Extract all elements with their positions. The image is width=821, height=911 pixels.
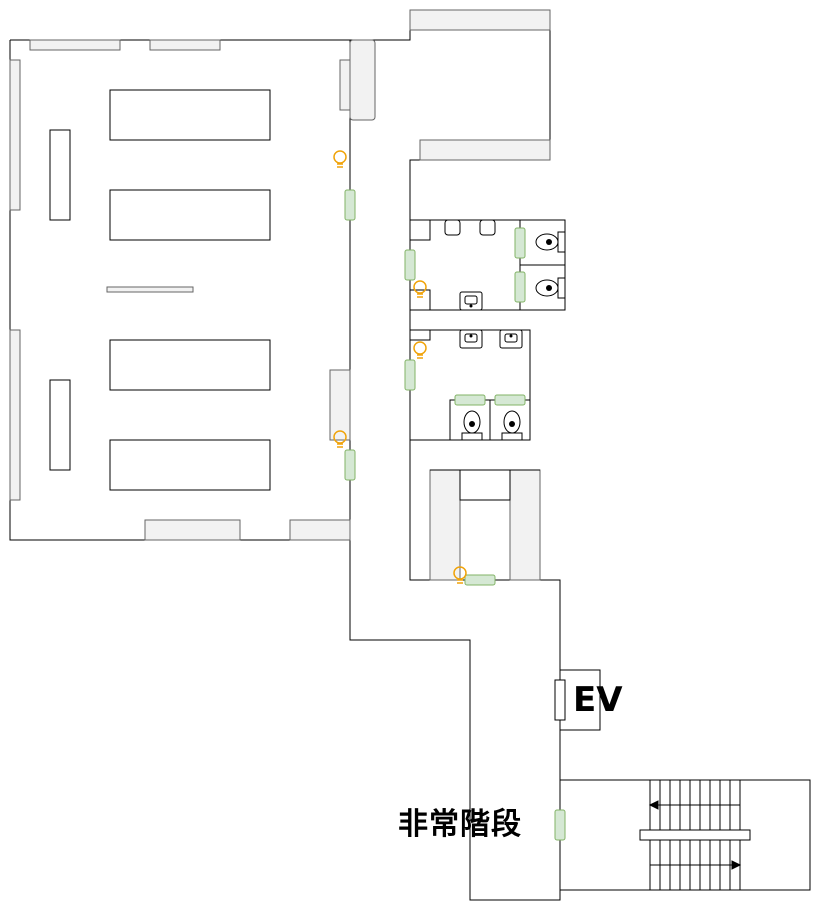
light-bulb-icon — [333, 150, 347, 168]
staircase-icon — [648, 780, 742, 890]
toilet-icon — [501, 410, 523, 441]
restroom-upper — [409, 219, 566, 311]
light-bulb-icon — [453, 566, 467, 584]
office-desks — [49, 89, 271, 491]
toilet-icon — [535, 231, 566, 253]
elevator-label: EV — [573, 680, 623, 720]
staircase — [560, 779, 811, 891]
kitchenette — [429, 469, 541, 581]
light-bulb-icon — [413, 280, 427, 298]
ceiling-lights — [333, 150, 467, 584]
light-bulb-icon — [333, 430, 347, 448]
doors — [344, 189, 566, 841]
sink-icon — [499, 329, 523, 349]
restroom-lower — [409, 329, 531, 441]
elevator — [554, 669, 601, 731]
windows — [9, 9, 551, 541]
sink-icon — [459, 291, 483, 311]
emergency-stairs-label: 非常階段 — [398, 807, 522, 842]
sink-icon — [459, 329, 483, 349]
toilet-icon — [535, 277, 566, 299]
toilet-icon — [461, 410, 483, 441]
light-bulb-icon — [413, 341, 427, 359]
